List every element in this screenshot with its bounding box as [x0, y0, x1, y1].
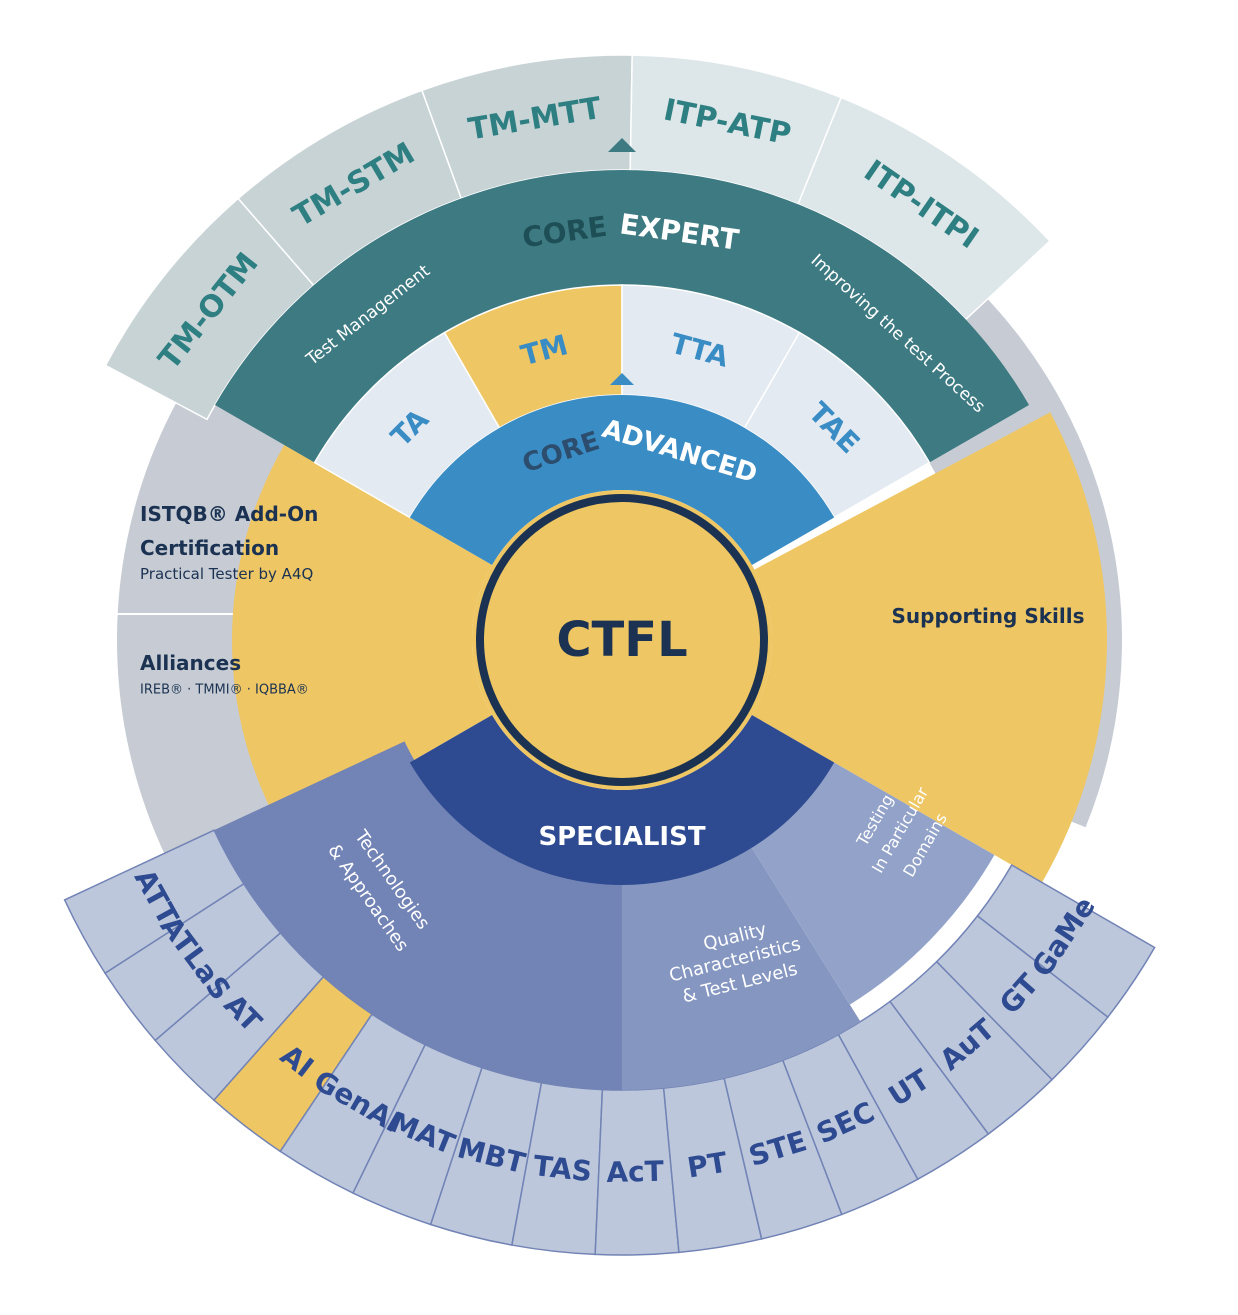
addon-title-line2: Certification [140, 536, 279, 560]
addon-title-line1: ISTQB® Add-On [140, 502, 318, 526]
addon-subtitle: Practical Tester by A4Q [140, 565, 313, 583]
specialist-module-16 [976, 863, 1156, 1019]
core-advanced-arrow [610, 373, 634, 385]
core-advanced-band [409, 394, 835, 565]
addon-wing [231, 445, 493, 835]
supporting-skills-wing [751, 412, 1107, 883]
core-expert-arrow [608, 138, 636, 152]
ctfl-core [472, 490, 772, 790]
particular-domains-band [749, 760, 995, 1005]
ctfl-label: CTFL [556, 612, 687, 668]
specialist-module-label-9: AcT [606, 1155, 664, 1189]
specialist-module-label-10: PT [685, 1146, 729, 1185]
core-expert-band [214, 170, 1030, 463]
specialist-label: SPECIALIST [538, 822, 705, 852]
specialist-module-15 [935, 914, 1109, 1081]
wheel-segments [63, 54, 1156, 1256]
ctfl-ring [476, 494, 768, 786]
specialist-module-label-8: TAS [532, 1149, 594, 1188]
supporting-skills-label: Supporting Skills [892, 604, 1085, 628]
alliances-title: Alliances [140, 651, 241, 675]
tech-approaches-band [214, 741, 622, 1090]
specialist-module-14 [889, 960, 1054, 1136]
specialist-module-13 [837, 1000, 990, 1181]
alliances-subtitle: IREB® · TMMI® · IQBBA® [140, 683, 309, 698]
quality-levels-band [622, 843, 861, 1090]
specialist-arrow [610, 790, 634, 802]
